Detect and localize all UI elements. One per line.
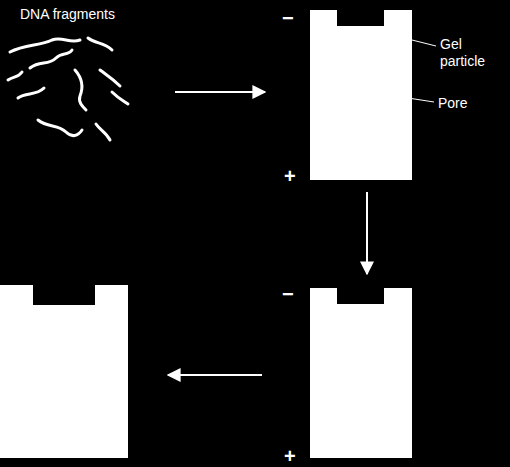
electrode-sign: + bbox=[284, 166, 304, 186]
dna-fragments bbox=[8, 38, 128, 140]
electrode-sign: + bbox=[284, 446, 304, 466]
leader-line bbox=[412, 40, 436, 46]
electrode-sign: − bbox=[282, 284, 302, 304]
gel-block bbox=[0, 285, 128, 458]
gel-block bbox=[310, 288, 412, 458]
electrode-sign: − bbox=[282, 8, 302, 28]
callout-label: Pore bbox=[438, 95, 498, 112]
leader-line bbox=[395, 96, 434, 102]
gel-block bbox=[310, 10, 412, 180]
figure-title: DNA fragments bbox=[20, 6, 140, 23]
callout-label: Gel particle bbox=[440, 36, 504, 70]
process-arrows bbox=[168, 92, 367, 375]
